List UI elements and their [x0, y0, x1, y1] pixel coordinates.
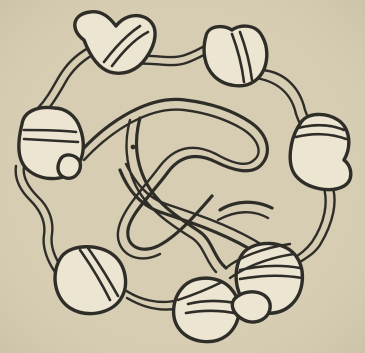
nucleosome-left: [19, 108, 83, 179]
nucleosome-top-left: [75, 12, 155, 74]
nucleosome-right: [290, 114, 351, 189]
nucleosome-top-right: [204, 26, 267, 86]
nucleosome-bottom-center: [174, 278, 240, 342]
nucleosome-bottom-left: [55, 247, 126, 314]
